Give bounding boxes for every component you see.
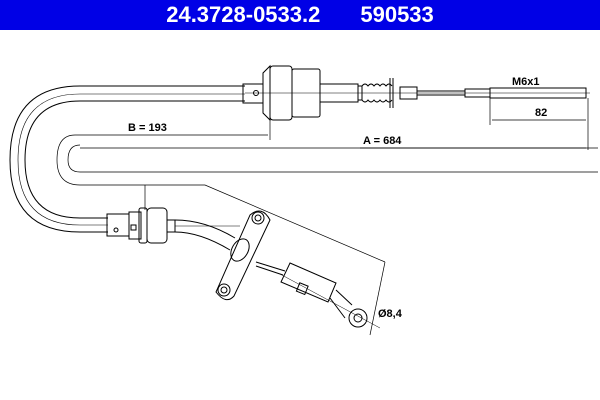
top-end-fitting (242, 64, 590, 122)
reference-number: 590533 (360, 2, 434, 27)
part-number: 24.3728-0533.2 (166, 2, 321, 27)
eye-diameter-label: Ø8,4 (378, 308, 403, 320)
bottom-end-fitting (106, 207, 240, 251)
dim-a-label: A = 684 (363, 135, 402, 147)
dim-b-label: B = 193 (128, 122, 167, 134)
dimension-lines (56, 98, 598, 336)
thread-label: M6x1 (512, 76, 540, 88)
mounting-bracket (215, 210, 271, 301)
eye-end (255, 261, 381, 329)
cable-sheath (9, 85, 245, 233)
thread-length-label: 82 (535, 107, 547, 119)
title-bar: 24.3728-0533.2 590533 (0, 0, 600, 30)
